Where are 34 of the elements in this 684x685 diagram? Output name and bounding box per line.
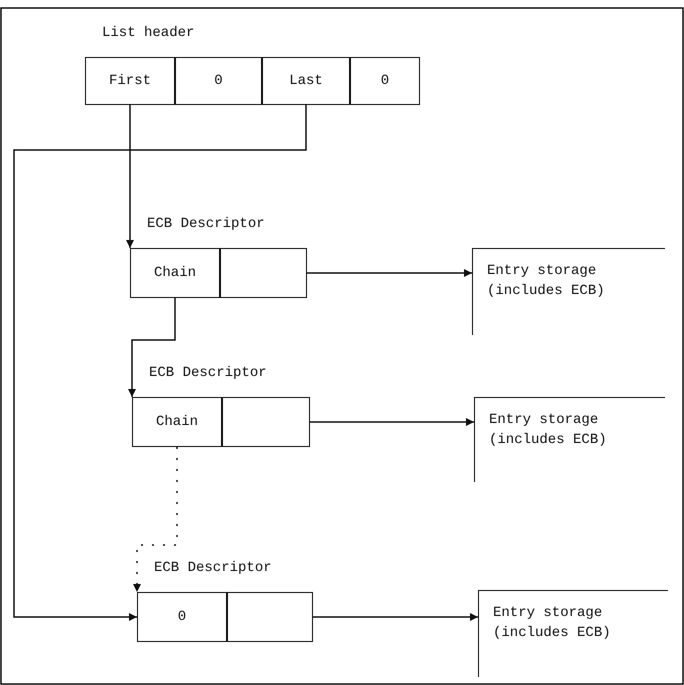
arrow <box>307 269 472 277</box>
entry-storage-block <box>474 397 665 482</box>
entry-storage-block <box>478 590 668 677</box>
record-heading: ECB Descriptor <box>154 560 272 576</box>
field-label: 0 <box>178 609 186 625</box>
entry-storage-label: Entry storage (includes ECB) <box>489 412 607 448</box>
record-field <box>350 57 420 105</box>
record-field <box>85 57 175 105</box>
empty-field <box>227 592 313 642</box>
record-heading: ECB Descriptor <box>147 216 265 232</box>
record-field <box>132 397 222 447</box>
arrow <box>128 298 176 397</box>
entry-storage-block <box>472 248 665 335</box>
field-label: 0 <box>214 73 223 89</box>
record-heading: ECB Descriptor <box>149 365 267 381</box>
field-label: Chain <box>154 265 196 281</box>
entry-storage-label: Entry storage (includes ECB) <box>493 605 611 641</box>
arrow <box>133 447 178 592</box>
empty-field <box>220 248 307 298</box>
field-label: First <box>108 73 151 89</box>
field-label: Chain <box>156 414 198 430</box>
arrow <box>13 105 307 621</box>
record-field <box>262 57 350 105</box>
empty-field <box>222 397 310 447</box>
entry-storage-label: Entry storage (includes ECB) <box>487 263 605 299</box>
record-field <box>175 57 262 105</box>
record-field <box>130 248 220 298</box>
arrow <box>126 105 134 248</box>
record-field <box>137 592 227 642</box>
field-label: 0 <box>380 73 390 89</box>
record-heading: List header <box>102 25 194 41</box>
arrow <box>310 418 474 426</box>
field-label: Last <box>289 73 323 89</box>
arrow <box>313 613 478 621</box>
